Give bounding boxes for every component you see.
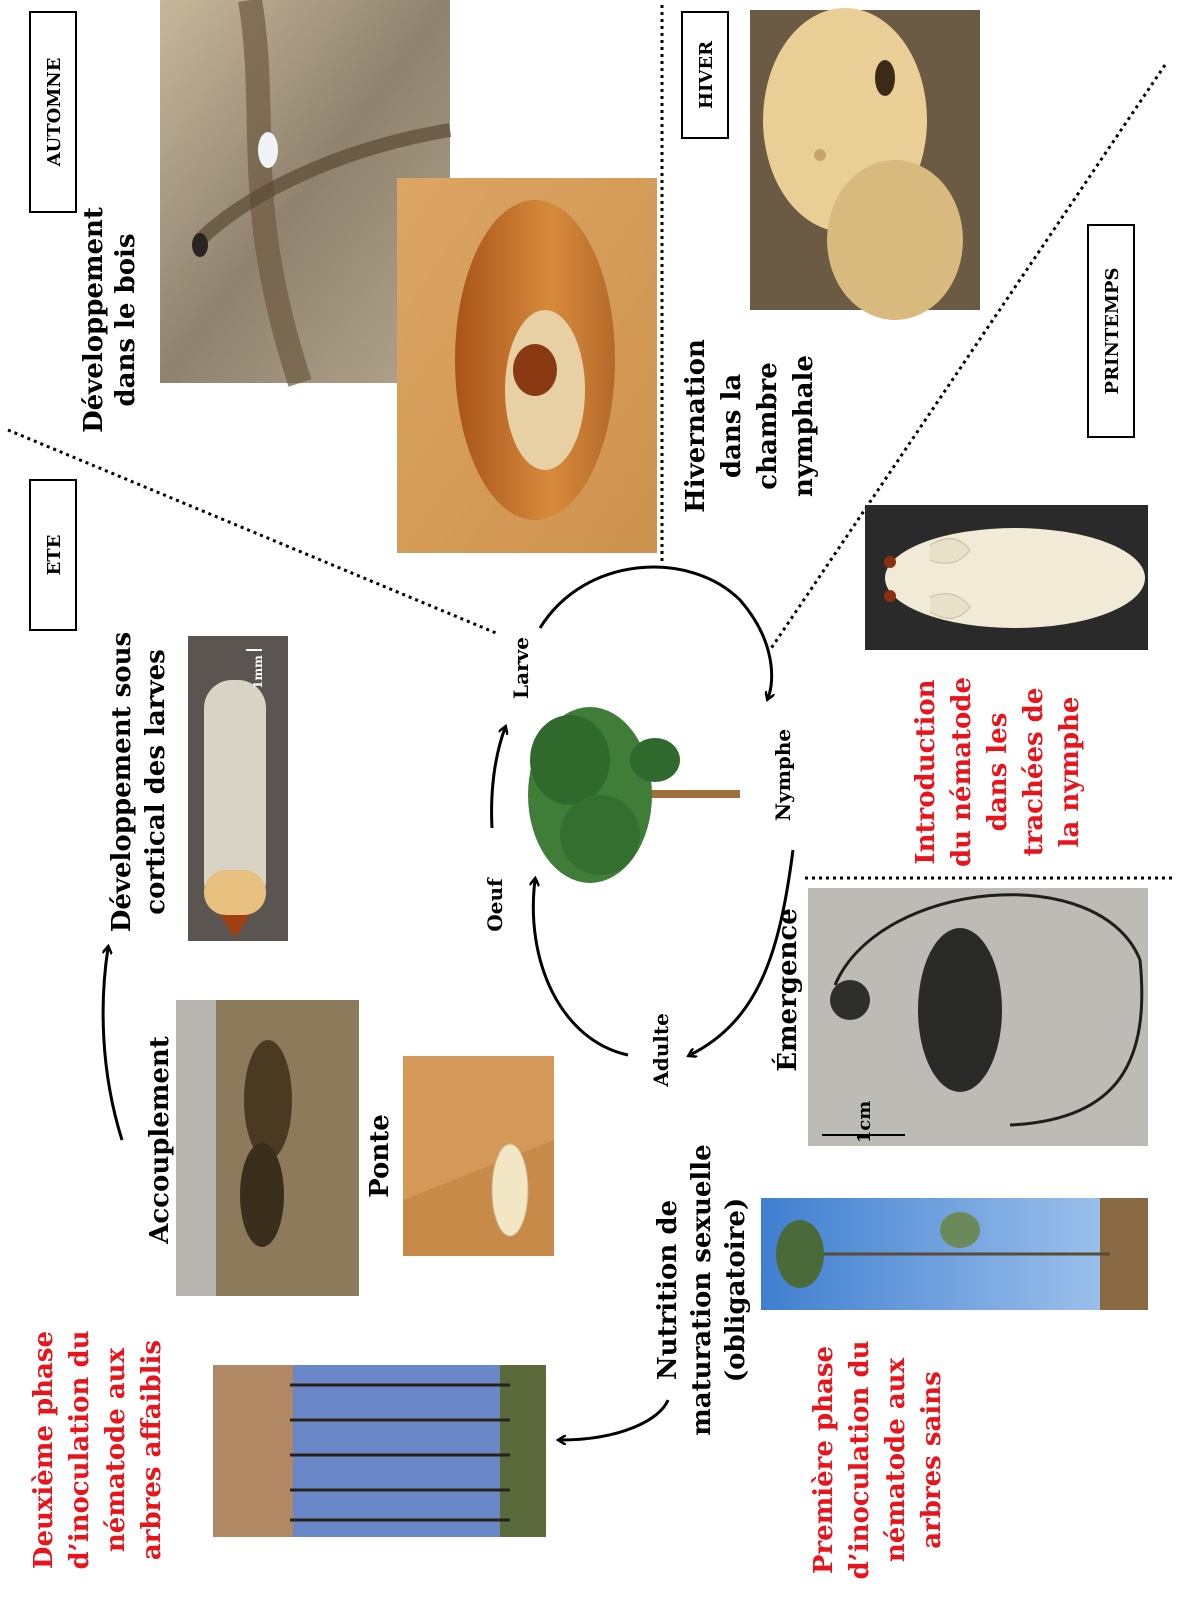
label-hivernation-line1: Hivernation	[681, 339, 711, 513]
photo-weakened-pines	[213, 1365, 546, 1537]
label-nutrition-line2: maturation sexuelle	[687, 1144, 717, 1435]
label-nutrition-line1: Nutrition de	[653, 1200, 683, 1380]
arrow-adulte-oeuf	[533, 880, 628, 1055]
photo-egg	[403, 1056, 554, 1256]
label-introduction-line5: la nymphe	[1055, 697, 1085, 848]
label-ponte: Ponte	[365, 1114, 395, 1198]
photo-log-section	[750, 8, 980, 320]
label-hivernation-line3: chambre	[753, 362, 783, 490]
label-nutrition-line3: (obligatoire)	[721, 1198, 751, 1382]
label-hivernation-line4: nymphale	[789, 355, 819, 497]
photo-pupal-chamber	[397, 178, 657, 553]
arrow-nutrition-deuxieme	[560, 1400, 668, 1440]
label-introduction-line4: trachées de	[1019, 688, 1049, 857]
label-dev-bois: Développement dans le bois	[79, 207, 141, 433]
photo-mating-beetles	[176, 1000, 359, 1296]
stage-adulte: Adulte	[649, 1013, 673, 1088]
photo-larva: 1mm	[188, 636, 288, 941]
label-dev-bois-line1: Développement	[79, 207, 109, 433]
label-dev-bois-line2: dans le bois	[111, 233, 141, 406]
label-introduction-line1: Introduction	[911, 679, 941, 864]
photo-nymph	[865, 505, 1148, 650]
label-deuxieme-phase-line1: Deuxième phase	[29, 1331, 59, 1569]
label-emergence: Émergence	[771, 908, 803, 1072]
season-printemps: PRINTEMPS	[1102, 268, 1123, 395]
stage-larve: Larve	[509, 637, 533, 699]
label-premiere-phase-line4: arbres sains	[917, 1371, 947, 1549]
label-introduction-line2: du nématode	[947, 677, 977, 867]
label-deuxieme-phase: Deuxième phase d’inoculation du nématode…	[29, 1330, 167, 1569]
season-hiver: HIVER	[696, 40, 717, 109]
label-hivernation-line2: dans la	[717, 374, 747, 478]
stage-nymphe: Nymphe	[771, 729, 795, 821]
larva-scale-label: 1mm	[251, 655, 265, 689]
beetle-scale-label: 1cm	[854, 1101, 875, 1144]
label-accouplement: Accouplement	[145, 1036, 175, 1245]
season-automne: AUTOMNE	[44, 58, 65, 168]
season-box-printemps: PRINTEMPS	[1088, 225, 1134, 437]
label-premiere-phase-line1: Première phase	[809, 1346, 839, 1574]
label-premiere-phase-line2: d’inoculation du	[845, 1340, 875, 1579]
arrow-accouplement-dev	[103, 948, 122, 1140]
label-deuxieme-phase-line4: arbres affaiblis	[137, 1340, 167, 1560]
label-premiere-phase: Première phase d’inoculation du nématode…	[809, 1340, 947, 1579]
label-dev-sous-cortical-line1: Développement sous	[107, 632, 137, 932]
arrow-larve-nymphe	[540, 567, 772, 698]
label-deuxieme-phase-line2: d’inoculation du	[65, 1330, 95, 1569]
stage-oeuf: Oeuf	[483, 877, 507, 932]
label-premiere-phase-line3: nématode aux	[881, 1357, 911, 1562]
season-box-automne: AUTOMNE	[30, 12, 76, 212]
label-dev-sous-cortical: Développement sous cortical des larves	[107, 632, 171, 932]
photo-healthy-pines	[761, 1198, 1148, 1310]
label-dev-sous-cortical-line2: cortical des larves	[141, 649, 171, 914]
photo-adult-beetle: 1cm	[808, 888, 1148, 1146]
arrow-oeuf-larve	[492, 728, 505, 828]
label-deuxieme-phase-line3: nématode aux	[101, 1347, 131, 1552]
label-hivernation: Hivernation dans la chambre nymphale	[681, 339, 819, 513]
label-introduction-line3: dans les	[983, 713, 1013, 832]
season-ete: ETE	[44, 535, 65, 576]
label-introduction: Introduction du nématode dans les traché…	[911, 677, 1085, 867]
season-box-hiver: HIVER	[682, 12, 728, 138]
season-box-ete: ETE	[30, 480, 76, 630]
label-nutrition: Nutrition de maturation sexuelle (obliga…	[653, 1144, 751, 1435]
tree-illustration	[528, 707, 740, 883]
